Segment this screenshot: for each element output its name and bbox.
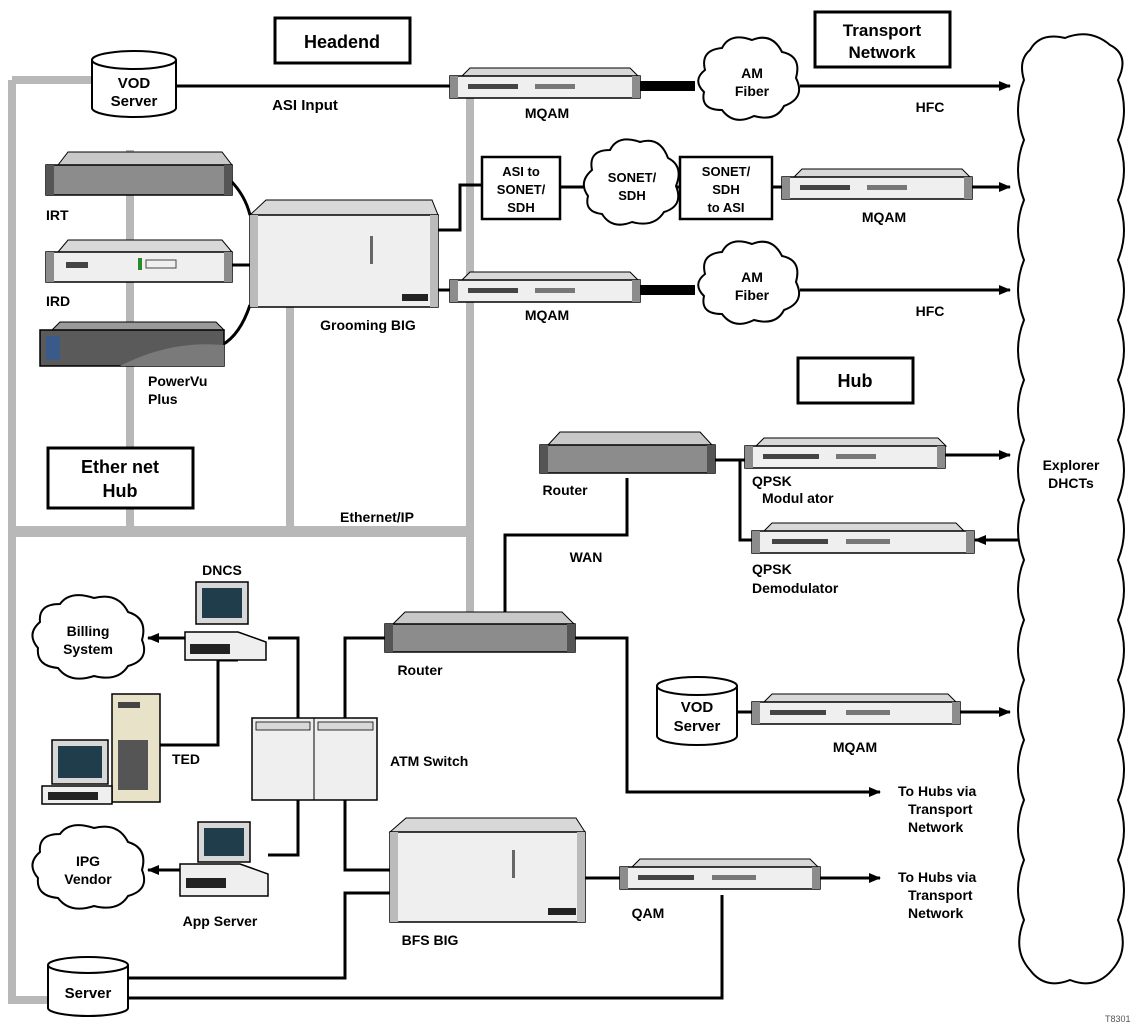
- diagram-labels: ASI Input MQAM HFC MQAM IRT IRD Grooming…: [46, 97, 1131, 1024]
- svg-text:Server: Server: [65, 985, 112, 1002]
- figure-id-label: T8301: [1105, 1014, 1131, 1024]
- svg-text:Fiber: Fiber: [735, 287, 770, 303]
- ird-label: IRD: [46, 293, 70, 309]
- router-hub-rack-unit-icon: [539, 431, 716, 474]
- svg-text:System: System: [63, 641, 113, 657]
- bfs-big-label: BFS BIG: [402, 932, 459, 948]
- wan-label: WAN: [570, 549, 603, 565]
- powervu-label-2: Plus: [148, 391, 178, 407]
- qam-label: QAM: [632, 905, 665, 921]
- headend-box: Headend: [273, 16, 412, 65]
- qpsk-modulator-rack-unit-icon: [744, 437, 948, 469]
- svg-text:SDH: SDH: [618, 188, 645, 203]
- qpsk-demod-label-2: Demodulator: [752, 580, 839, 596]
- svg-text:Transport: Transport: [843, 21, 922, 40]
- mqam-top-label: MQAM: [525, 105, 569, 121]
- to-hubs-1-line-1: To Hubs via: [898, 783, 977, 799]
- dncs-workstation-icon: [184, 581, 267, 661]
- svg-text:Headend: Headend: [304, 32, 380, 52]
- svg-text:IPG: IPG: [76, 853, 100, 869]
- qpsk-demodulator-rack-unit-icon: [751, 522, 975, 554]
- router-head-rack-unit-icon: [384, 611, 576, 653]
- router-hub-label: Router: [542, 482, 588, 498]
- svg-text:Billing: Billing: [67, 623, 110, 639]
- svg-text:Fiber: Fiber: [735, 83, 770, 99]
- svg-text:SONET/: SONET/: [608, 170, 657, 185]
- mqam-hub-rack-unit-icon: [751, 693, 961, 725]
- mqam-top-rack-unit-icon: [449, 67, 641, 99]
- qpsk-mod-label-1: QPSK: [752, 473, 792, 489]
- atm-switch-label: ATM Switch: [390, 753, 468, 769]
- svg-text:VOD: VOD: [681, 699, 714, 716]
- ipg-vendor-cloud: IPG Vendor: [31, 824, 146, 910]
- sonet-sdh-cloud: SONET/ SDH: [582, 138, 680, 226]
- svg-text:AM: AM: [741, 65, 763, 81]
- svg-text:SDH: SDH: [507, 200, 534, 215]
- svg-text:to ASI: to ASI: [707, 200, 744, 215]
- grooming-big-rack-unit-icon: [248, 199, 439, 308]
- vod-server-hub-cylinder-icon: VOD Server: [656, 676, 738, 746]
- am-fiber-mid-cloud: AM Fiber: [697, 240, 800, 325]
- irt-label: IRT: [46, 207, 69, 223]
- svg-text:Server: Server: [674, 718, 721, 735]
- app-server-workstation-icon: [179, 821, 269, 897]
- mqam-hub-label: MQAM: [833, 739, 877, 755]
- svg-text:Ether net: Ether net: [81, 457, 159, 477]
- svg-text:Vendor: Vendor: [64, 871, 112, 887]
- svg-text:Hub: Hub: [103, 481, 138, 501]
- svg-text:AM: AM: [741, 269, 763, 285]
- qam-rack-unit-icon: [619, 858, 821, 890]
- ted-workstation-icon: [41, 693, 161, 805]
- to-hubs-2-line-1: To Hubs via: [898, 869, 977, 885]
- app-server-label: App Server: [183, 913, 258, 929]
- irt-rack-unit-icon: [45, 151, 234, 196]
- svg-text:VOD: VOD: [118, 75, 151, 92]
- svg-text:SONET/: SONET/: [497, 182, 546, 197]
- powervu-plus-rack-unit-icon: [39, 321, 226, 367]
- server-bottom-cylinder-icon: Server: [47, 956, 129, 1017]
- billing-system-cloud: Billing System: [31, 594, 146, 680]
- ethernet-ip-label: Ethernet/IP: [340, 509, 414, 525]
- am-fiber-top-cloud: AM Fiber: [697, 36, 800, 121]
- ted-label: TED: [172, 751, 200, 767]
- mqam-sonet-label: MQAM: [862, 209, 906, 225]
- hub-box: Hub: [796, 356, 915, 405]
- sonet-to-asi-box: SONET/ SDH to ASI: [678, 155, 774, 221]
- mqam-mid-label: MQAM: [525, 307, 569, 323]
- svg-text:Explorer: Explorer: [1043, 457, 1100, 473]
- to-hubs-1-line-3: Network: [908, 819, 963, 835]
- svg-text:Network: Network: [848, 43, 916, 62]
- ethernet-hub-box: Ether net Hub: [46, 446, 195, 510]
- to-hubs-1-line-2: Transport: [908, 801, 973, 817]
- svg-text:Server: Server: [111, 93, 158, 110]
- atm-switch-icon: [251, 717, 378, 801]
- svg-text:ASI to: ASI to: [502, 164, 540, 179]
- vod-server-top-cylinder-icon: VOD Server: [91, 50, 177, 118]
- to-hubs-2-line-3: Network: [908, 905, 963, 921]
- asi-input-label: ASI Input: [272, 97, 338, 114]
- dncs-label: DNCS: [202, 562, 242, 578]
- mqam-sonet-rack-unit-icon: [781, 168, 973, 200]
- to-hubs-2-line-2: Transport: [908, 887, 973, 903]
- transport-network-box: Transport Network: [813, 10, 952, 69]
- svg-text:SONET/: SONET/: [702, 164, 751, 179]
- svg-text:SDH: SDH: [712, 182, 739, 197]
- grooming-big-label: Grooming BIG: [320, 317, 416, 333]
- explorer-dhcts-cloud: Explorer DHCTs: [1017, 33, 1125, 985]
- hfc-top-label: HFC: [916, 99, 945, 115]
- qpsk-mod-label-2: Modul ator: [762, 490, 834, 506]
- ird-rack-unit-icon: [45, 239, 234, 283]
- asi-to-sonet-box: ASI to SONET/ SDH: [480, 155, 562, 221]
- svg-text:DHCTs: DHCTs: [1048, 475, 1094, 491]
- powervu-label-1: PowerVu: [148, 373, 207, 389]
- hfc-mid-label: HFC: [916, 303, 945, 319]
- svg-text:Hub: Hub: [838, 371, 873, 391]
- bfs-big-rack-unit-icon: [388, 817, 586, 923]
- router-head-label: Router: [397, 662, 443, 678]
- mqam-mid-rack-unit-icon: [449, 271, 641, 303]
- qpsk-demod-label-1: QPSK: [752, 561, 792, 577]
